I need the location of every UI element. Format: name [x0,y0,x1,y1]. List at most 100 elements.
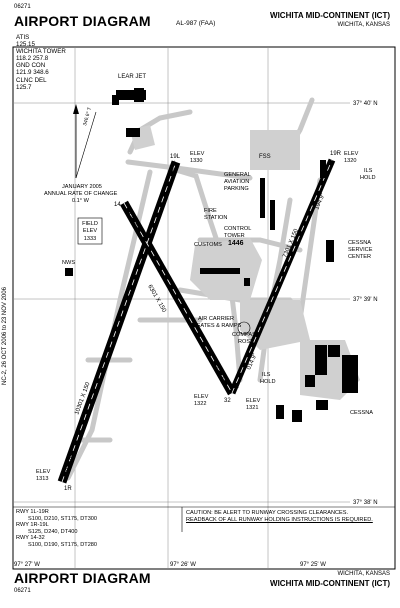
buildings [65,88,358,422]
lat-bottom: 37° 38' N [353,500,378,506]
rwy-1r-19l-title: RWY 1R-19L [16,522,49,529]
rwy-1r-hdg: 014.9° [65,454,77,473]
svg-text:1322: 1322 [194,401,206,407]
label-nws: NWS [62,260,75,266]
runway-1l-19r-centerline [231,159,333,394]
svg-text:ANNUAL RATE OF CHANGE: ANNUAL RATE OF CHANGE [44,191,118,197]
clearance-freq: 125.7 [16,83,32,91]
elev-1r: ELEV 1313 [36,469,51,482]
tower-label: WICHITA TOWER [16,48,66,56]
lon-mid: 97° 26' W [170,562,196,568]
label-compass-rose: COMPASS ROSE [232,332,260,345]
svg-text:AIR CARRIER: AIR CARRIER [198,316,234,322]
label-cessna: CESSNA [350,410,373,416]
rwy-end-32: 32 [224,398,231,404]
label-fire-station: FIRE STATION [204,208,227,221]
svg-text:AVIATION: AVIATION [224,179,249,185]
runway-strength-table: RWY 1L-19R S100, D210, ST175, DT300 RWY … [16,509,97,549]
svg-text:JANUARY 2005: JANUARY 2005 [62,184,102,190]
label-general-aviation: GENERAL AVIATION PARKING [224,172,251,192]
svg-text:FIRE: FIRE [204,208,217,214]
svg-text:CENTER: CENTER [348,254,371,260]
rwy-14-32-strength: S100, D190, ST175, DT280 [28,541,98,548]
frequency-box: ATIS 125.15 WICHITA TOWER 118.2 257.8 GN… [16,34,66,91]
ground-label: GND CON [16,62,46,70]
rwy-1l-19r-title: RWY 1L-19R [16,509,49,515]
variation-arrow [73,104,97,179]
airport-name: WICHITA MID-CONTINENT (ICT) [270,11,390,20]
runway-14-32-centerline [123,202,233,394]
lat-mid: 37° 39' N [353,297,378,303]
svg-text:1321: 1321 [246,405,258,411]
elev-19l: ELEV 1330 [190,151,205,164]
svg-text:1333: 1333 [84,236,96,242]
caution-line-1: CAUTION: BE ALERT TO RUNWAY CROSSING CLE… [186,510,349,516]
svg-text:FIELD: FIELD [82,221,98,227]
chart-code: 06271 [14,4,31,10]
svg-text:GATES & RAMPS: GATES & RAMPS [196,323,242,329]
label-ils-hold-top: ILS HOLD [360,168,376,181]
rwy-end-1l: 1L [232,384,239,390]
lon-left: 97° 27' W [14,562,40,568]
svg-text:1330: 1330 [190,158,202,164]
clearance-label: CLNC DEL [16,76,47,84]
svg-text:TOWER: TOWER [224,233,245,239]
svg-text:STATION: STATION [204,215,227,221]
footer-city: WICHITA, KANSAS [337,571,390,577]
building-lear-jet [116,90,146,100]
svg-text:ELEV: ELEV [344,151,359,157]
caution-note: CAUTION: BE ALERT TO RUNWAY CROSSING CLE… [186,510,373,524]
field-elevation: FIELD ELEV 1333 [82,221,98,242]
map-frame [12,46,396,570]
svg-text:ELEV: ELEV [246,398,261,404]
building-nws [65,268,73,276]
svg-text:COMPASS: COMPASS [232,332,260,338]
label-cessna-service-center: CESSNA SERVICE CENTER [348,240,373,260]
rwy-end-14: 14 [114,202,121,208]
elev-1l: ELEV 1321 [246,398,261,411]
svg-text:1313: 1313 [36,476,48,482]
field-elev-box [77,217,103,245]
footer-airport-name: WICHITA MID-CONTINENT (ICT) [270,579,390,588]
city-state: WICHITA, KANSAS [337,22,390,28]
ground-freq: 121.9 348.6 [16,69,49,77]
svg-text:ELEV: ELEV [83,228,98,234]
atis-freq: 125.15 [16,41,35,49]
footer-code: 06271 [14,588,31,594]
svg-text:ELEV: ELEV [194,394,209,400]
rwy-end-19r: 19R [330,151,342,157]
label-air-carrier: AIR CARRIER GATES & RAMPS [196,316,242,329]
building-cessna-service [326,240,334,262]
svg-text:1320: 1320 [344,158,356,164]
label-lear-jet: LEAR JET [118,74,146,80]
svg-text:CESSNA: CESSNA [348,240,371,246]
svg-text:PARKING: PARKING [224,186,249,192]
svg-text:ROSE: ROSE [238,339,254,345]
page-title: AIRPORT DIAGRAM [14,13,151,29]
rwy-1l-19r-strength: S100, D210, ST175, DT300 [28,515,98,522]
label-control-tower: CONTROL TOWER 1446 [224,226,251,247]
svg-text:0.1° W: 0.1° W [72,198,90,204]
svg-text:GENERAL: GENERAL [224,172,251,178]
elev-19r: ELEV 1320 [344,151,359,164]
footer-title: AIRPORT DIAGRAM [14,570,151,586]
svg-text:ELEV: ELEV [36,469,51,475]
compass-rose-symbol [237,321,251,335]
procedure-id: AL-987 (FAA) [176,20,216,27]
svg-text:1446: 1446 [228,240,244,247]
svg-text:ELEV: ELEV [190,151,205,157]
runway-1r-19l-centerline [61,161,177,483]
label-ils-hold-bottom: ILS HOLD [260,372,276,385]
svg-text:SERVICE: SERVICE [348,247,373,253]
elev-32: ELEV 1322 [194,394,209,407]
rwy-end-1r: 1R [64,486,72,492]
svg-text:ILS: ILS [364,168,373,174]
variation-heading: 346.6° T [82,107,93,127]
svg-text:HOLD: HOLD [260,379,276,385]
label-customs: CUSTOMS [194,242,222,248]
rwy-19l-hdg: 194.9° [168,160,180,179]
svg-text:ILS: ILS [262,372,271,378]
atis-label: ATIS [16,34,30,41]
tower-freq: 118.2 257.8 [16,55,49,63]
